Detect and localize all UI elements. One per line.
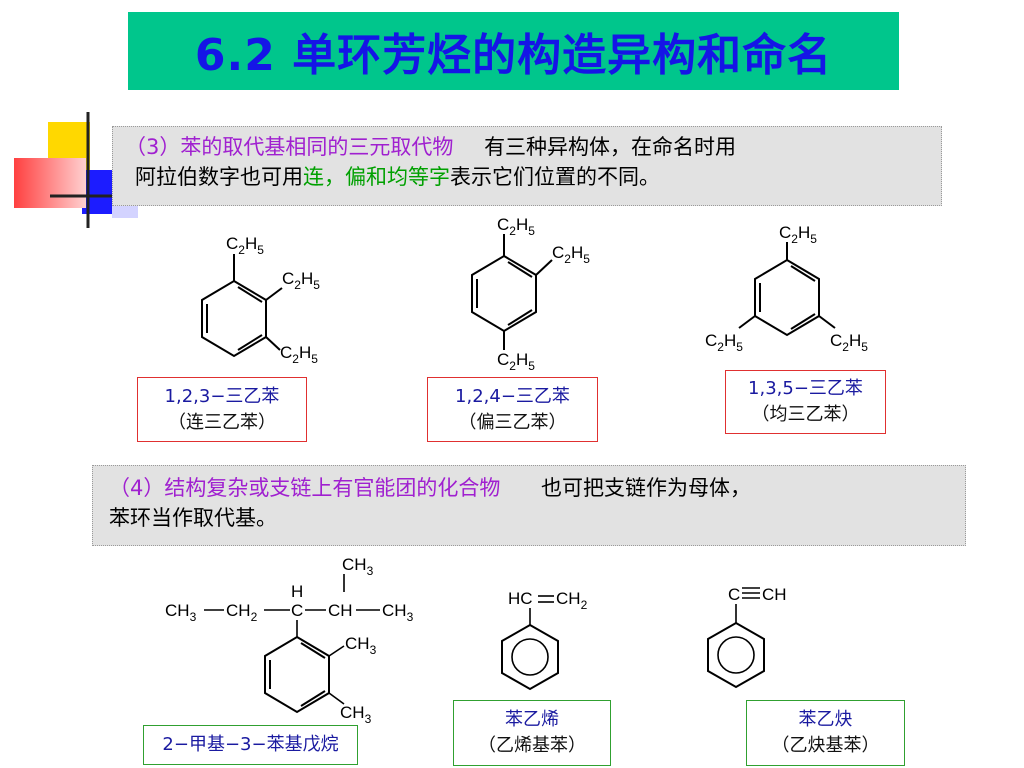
ch2-label: CH2: [226, 601, 258, 624]
hc-label: HC: [508, 589, 533, 608]
isomer-alias: （偏三乙苯）: [458, 412, 567, 433]
section4-text2: 苯环当作取代基。: [109, 506, 277, 530]
structure-2-methyl-3-phenylpentane: CH3 CH2 H C CH CH3 CH3 CH3 CH3: [165, 555, 414, 724]
structure-135-triethylbenzene: C2H5 C2H5 C2H5: [705, 223, 868, 354]
isomer-name: 1,2,4−三乙苯: [455, 386, 570, 407]
ethyl-label: C2H5: [226, 234, 264, 257]
section3-heading: （3）苯的取代基相同的三元取代物: [125, 135, 454, 159]
ch-label: CH: [328, 601, 353, 620]
ch3-label: CH3: [382, 601, 414, 624]
section3-highlight: 连，偏和均等字: [303, 165, 450, 189]
compound-name: 苯乙烯: [505, 709, 559, 730]
compound-alias: （乙炔基苯）: [771, 735, 880, 756]
slide-title: 6.2 单环芳烃的构造异构和命名: [194, 30, 833, 81]
section3-text1: 有三种异构体，在命名时用: [484, 135, 737, 159]
compound-name: 2−甲基−3−苯基戊烷: [162, 734, 339, 755]
ethyl-label: C2H5: [282, 269, 320, 292]
structure-124-triethylbenzene: C2H5 C2H5 C2H5: [471, 215, 590, 373]
compound-name-box: 苯乙烯 （乙烯基苯）: [453, 700, 611, 766]
isomer-name-box: 1,3,5−三乙苯 （均三乙苯）: [725, 370, 886, 434]
ethyl-label: C2H5: [830, 331, 868, 354]
ethyl-label: C2H5: [497, 350, 535, 373]
compound-name-box: 2−甲基−3−苯基戊烷: [143, 725, 358, 765]
ch3-label: CH3: [345, 634, 377, 657]
ethyl-label: C2H5: [552, 243, 590, 266]
ch2-label: CH2: [556, 589, 588, 612]
ch3-label: CH3: [342, 555, 374, 578]
isomer-name-box: 1,2,4−三乙苯 （偏三乙苯）: [427, 377, 598, 442]
section4-text1: 也可把支链作为母体，: [541, 476, 752, 500]
structure-phenylacetylene: C CH: [707, 585, 787, 689]
structure-123-triethylbenzene: C2H5 C2H5 C2H5: [201, 234, 320, 366]
section3-text3: 表示它们位置的不同。: [450, 165, 660, 189]
isomer-alias: （均三乙苯）: [751, 404, 860, 425]
c-label: C: [291, 601, 303, 620]
section4-heading: （4）结构复杂或支链上有官能团的化合物: [109, 476, 501, 500]
isomer-alias: （连三乙苯）: [168, 412, 276, 433]
ethyl-label: C2H5: [779, 223, 817, 246]
compound-name-box: 苯乙炔 （乙炔基苯）: [746, 700, 905, 766]
section4-line1: （4）结构复杂或支链上有官能团的化合物 也可把支链作为母体，: [109, 473, 955, 503]
ch3-label: CH3: [340, 703, 372, 724]
ethyl-label: C2H5: [280, 343, 318, 366]
ch3-label: CH3: [165, 601, 197, 624]
section3-line1: （3）苯的取代基相同的三元取代物 有三种异构体，在命名时用: [125, 132, 931, 162]
isomer-name: 1,3,5−三乙苯: [748, 378, 863, 399]
c-label: C: [728, 585, 740, 604]
section4-line2: 苯环当作取代基。: [109, 503, 955, 533]
title-bar: 6.2 单环芳烃的构造异构和命名: [128, 12, 899, 90]
ethyl-label: C2H5: [497, 215, 535, 238]
structure-styrene: HC CH2: [501, 589, 588, 691]
h-label: H: [291, 582, 303, 601]
isomer-name: 1,2,3−三乙苯: [164, 386, 280, 407]
compound-alias: （乙烯基苯）: [478, 735, 586, 756]
ch-label: CH: [762, 585, 787, 604]
isomer-name-box: 1,2,3−三乙苯 （连三乙苯）: [137, 377, 307, 442]
section3-text2: 阿拉伯数字也可用: [135, 165, 303, 189]
section3-panel: （3）苯的取代基相同的三元取代物 有三种异构体，在命名时用 阿拉伯数字也可用连，…: [112, 126, 942, 206]
section3-line2: 阿拉伯数字也可用连，偏和均等字表示它们位置的不同。: [125, 162, 931, 192]
compound-name: 苯乙炔: [798, 709, 853, 730]
section4-panel: （4）结构复杂或支链上有官能团的化合物 也可把支链作为母体， 苯环当作取代基。: [92, 465, 966, 546]
ethyl-label: C2H5: [705, 331, 743, 354]
